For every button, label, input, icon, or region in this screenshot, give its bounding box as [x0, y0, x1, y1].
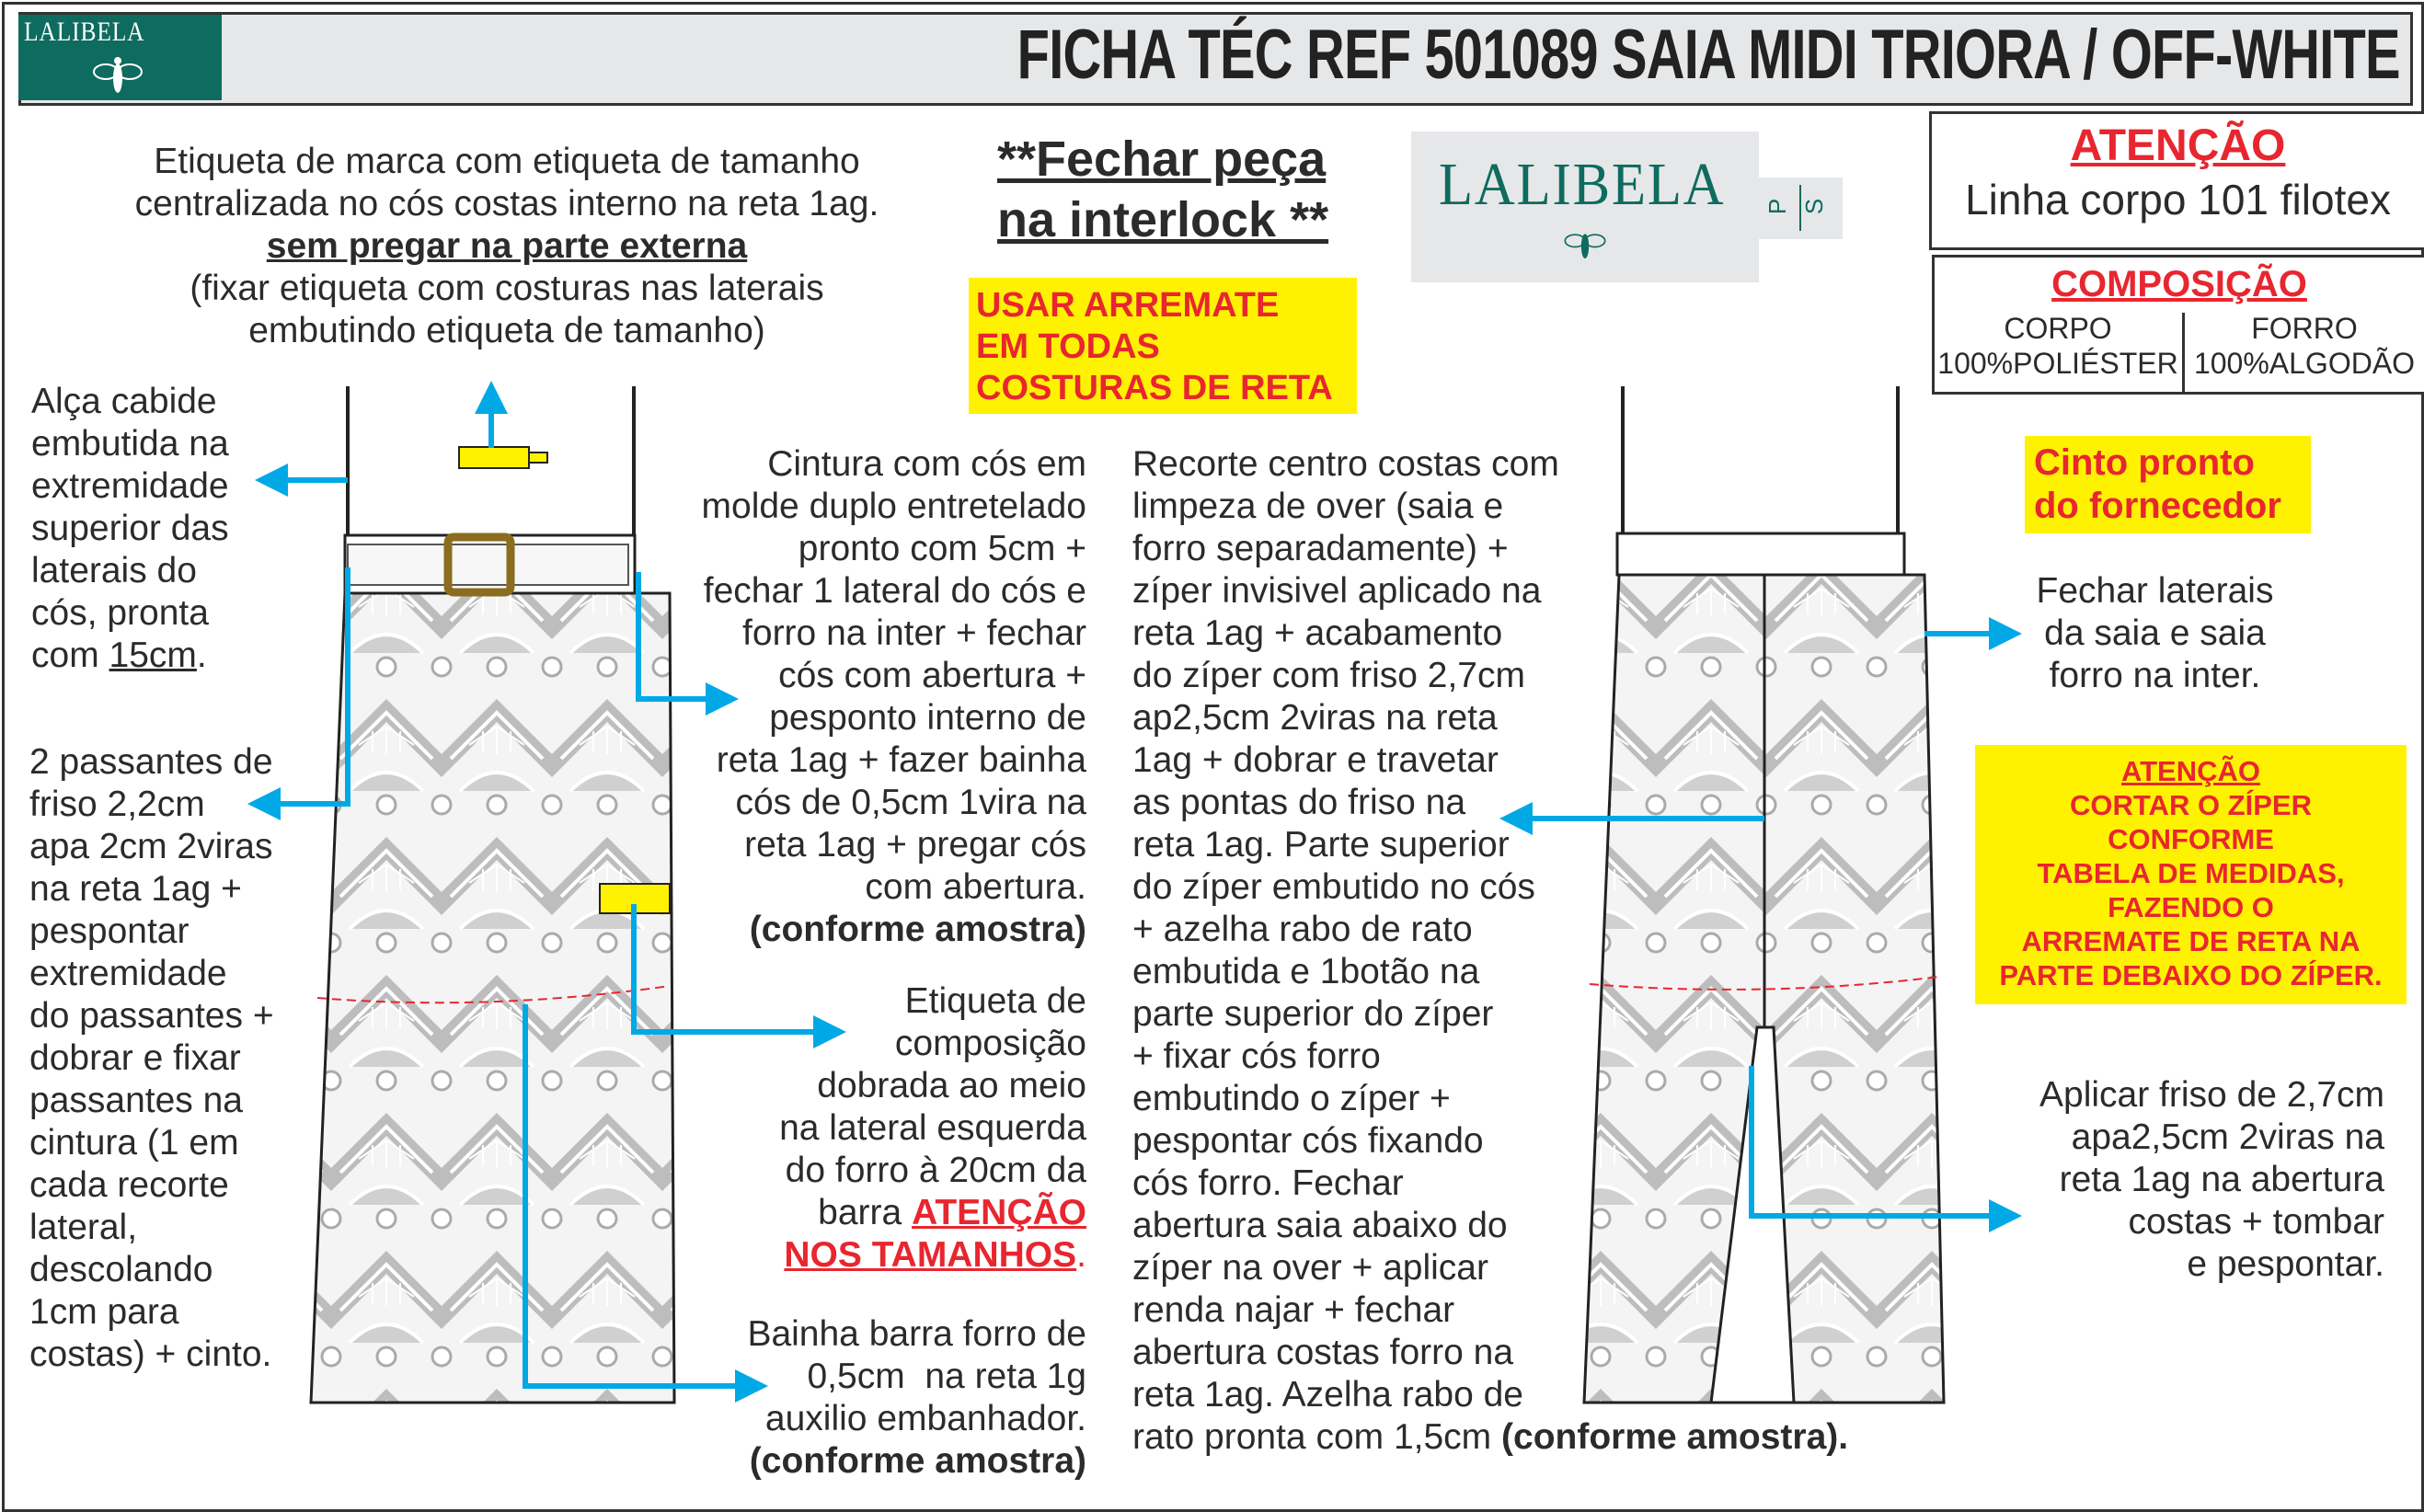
zipper-attention-banner: ATENÇÃO CORTAR O ZÍPER CONFORME TABELA D… [1975, 745, 2407, 1004]
composition-label-warning: ATENÇÃO NOS TAMANHOS [784, 1193, 1086, 1275]
belt-buckle [443, 533, 515, 597]
arrow-waistband [636, 572, 739, 716]
waistband-sample: (conforme amostra) [749, 910, 1086, 949]
composition-box: COMPOSIÇÃO CORPO 100%POLIÉSTER FORRO 100… [1932, 255, 2424, 395]
belt-supplier-text: Cinto pronto do fornecedor [2034, 442, 2281, 526]
belt-supplier-banner: Cinto pronto do fornecedor [2025, 436, 2311, 533]
composition-label-text: Etiqueta de composição dobrada ao meio n… [779, 981, 1086, 1232]
interlock-line2: na interlock ** [997, 192, 1329, 247]
thread-attention-title: ATENÇÃO [2070, 121, 2286, 170]
brand-label-text: Etiqueta de marca com etiqueta de tamanh… [134, 142, 879, 223]
body-value: 100%POLIÉSTER [1937, 347, 2178, 380]
body-label: CORPO [2004, 312, 2112, 345]
composition-label-end: . [1076, 1235, 1086, 1275]
logo-wordmark: LALIBELA [1439, 151, 1726, 218]
ps-tag: P S [1759, 178, 1843, 239]
header-bar [18, 12, 2413, 106]
brand-label-marker [458, 446, 530, 469]
side-seams-note: Fechar laterais da saia e saia forro na … [2036, 571, 2274, 695]
hanger-loop-text: Alça cabide embutida na extremidade supe… [31, 382, 229, 675]
zipper-attention-title: ATENÇÃO [2121, 755, 2260, 787]
hanger-loop-note: Alça cabide embutida na extremidade supe… [31, 381, 229, 677]
composition-label-note: Etiqueta de composição dobrada ao meio n… [699, 980, 1086, 1277]
brand-label-note: Etiqueta de marca com etiqueta de tamanh… [92, 141, 922, 352]
bee-icon [1564, 234, 1606, 258]
interlock-note: **Fechar peça na interlock ** [997, 129, 1328, 250]
composition-title: COMPOSIÇÃO [2051, 264, 2307, 304]
back-waistband [1615, 532, 1906, 577]
center-back-note: Recorte centro costas com limpeza de ove… [1132, 443, 1848, 1459]
zipper-attention: ATENÇÃO CORTAR O ZÍPER CONFORME TABELA D… [1975, 754, 2407, 992]
belt [347, 544, 629, 586]
brand-label-emphasis: sem pregar na parte externa [266, 226, 748, 266]
hanger-loop-end: . [196, 636, 207, 675]
thread-attention-text: Linha corpo 101 filotex [1965, 176, 2391, 223]
waistband-text: Cintura com cós em molde duplo entretela… [701, 444, 1086, 907]
front-skirt-body [309, 591, 676, 1404]
lining-value: 100%ALGODÃO [2193, 347, 2416, 380]
waistband-note: Cintura com cós em molde duplo entretela… [644, 443, 1086, 951]
lining-hem-sample: (conforme amostra) [749, 1441, 1086, 1481]
arrow-slit-binding [1749, 1066, 2022, 1232]
ps-p: P [1763, 198, 1792, 215]
arrow-belt-loops [247, 567, 350, 820]
bee-icon [93, 57, 143, 93]
arrow-lining-hem [523, 1004, 768, 1403]
zipper-attention-text: CORTAR O ZÍPER CONFORME TABELA DE MEDIDA… [1999, 789, 2383, 991]
composition-lining: FORRO 100%ALGODÃO [2185, 311, 2424, 381]
hanger-loop-measure: 15cm [109, 636, 197, 675]
belt-loops-note: 2 passantes de friso 2,2cm apa 2cm 2vira… [29, 742, 274, 1374]
center-back-sample: (conforme amostra). [1501, 1417, 1849, 1457]
thread-attention-box: ATENÇÃO Linha corpo 101 filotex [1929, 111, 2424, 250]
brand-logo: LALIBELA [18, 15, 222, 100]
lining-hem-text: Bainha barra forro de 0,5cm na reta 1g a… [747, 1314, 1086, 1438]
finish-seams-text: USAR ARREMATE EM TODAS COSTURAS DE RETA [976, 286, 1333, 407]
arrow-composition-label [631, 904, 846, 1048]
center-back-text: Recorte centro costas com limpeza de ove… [1132, 444, 1559, 1457]
brand-label-detail: (fixar etiqueta com costuras nas laterai… [190, 269, 824, 350]
interlock-line1: **Fechar peça [997, 132, 1327, 187]
lalibela-ps-logo: LALIBELA [1411, 132, 1759, 282]
brand-wordmark: LALIBELA [24, 17, 145, 47]
lining-hem-line [316, 985, 671, 1004]
front-skirt-drawing [309, 386, 676, 1404]
composition-body: CORPO 100%POLIÉSTER [1935, 311, 2181, 381]
slit-binding-note: Aplicar friso de 2,7cm apa2,5cm 2viras n… [2039, 1075, 2384, 1284]
lining-label: FORRO [2251, 312, 2358, 345]
ps-s: S [1800, 198, 1829, 215]
finish-seams-banner: USAR ARREMATE EM TODAS COSTURAS DE RETA [969, 278, 1357, 414]
page-title: FICHA TÉC REF 501089 SAIA MIDI TRIORA / … [1017, 16, 2401, 94]
lining-hem-note: Bainha barra forro de 0,5cm na reta 1g a… [699, 1313, 1086, 1483]
